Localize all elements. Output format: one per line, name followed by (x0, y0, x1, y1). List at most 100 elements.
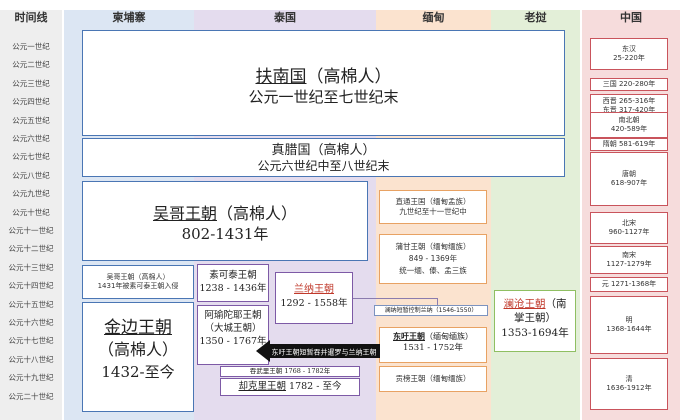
angkor-people: （高棉人） (217, 204, 298, 223)
timeline-label: 公元十七世纪 (8, 336, 54, 346)
timeline-label: 公元十五世纪 (8, 299, 54, 309)
china-dynasty-line2: 1636-1912年 (606, 384, 652, 392)
connector-line-vertical (437, 298, 438, 305)
funan-people: （高棉人） (306, 67, 392, 87)
angkor-period: 802-1431年 (181, 225, 269, 243)
sukhothai-box: 素可泰王朝 1238 - 1436年 (197, 264, 269, 302)
zhenla-period: 公元六世纪中至八世纪末 (257, 159, 390, 173)
funan-period: 公元一世纪至七世纪末 (248, 88, 399, 106)
thaton-box: 直通王国（缅甸孟族） 九世纪至十一世纪中 (379, 190, 487, 224)
lanna-period: 1292 - 1558年 (280, 298, 348, 309)
sukhothai-name: 素可泰王朝 (209, 270, 257, 281)
konbaung-label: 贡榜王朝（缅甸缅族） (395, 374, 471, 383)
china-dynasty-box: 元 1271-1368年 (590, 277, 668, 292)
chakri-period: 1782 - 至今 (289, 381, 342, 392)
funan-box: 扶南国（高棉人） 公元一世纪至七世纪末 (82, 30, 565, 136)
china-dynasty-box: 隋朝 581-619年 (590, 138, 668, 151)
ayutthaya-box: 阿瑜陀耶王朝 （大城王朝） 1350 - 1767年 (197, 305, 269, 365)
china-dynasty-line2: 25-220年 (613, 54, 645, 62)
golden-people: （高棉人） (97, 340, 178, 359)
timeline-label: 公元二世纪 (12, 60, 50, 70)
timeline-column (0, 10, 62, 420)
china-dynasty-line1: 南北朝 (618, 116, 640, 124)
china-dynasty-line1: 明 (625, 316, 633, 324)
angkor-note-line1: 吴哥王朝（高棉人） (106, 273, 170, 281)
angkor-note-box: 吴哥王朝（高棉人） 1431年被素可泰王朝入侵 (82, 265, 194, 299)
timeline-label: 公元五世纪 (12, 115, 50, 125)
konbaung-box: 贡榜王朝（缅甸缅族） (379, 366, 487, 392)
toungoo-box: 东吁王朝（缅甸缅族） 1531 - 1752年 (379, 327, 487, 363)
china-dynasty-line2: 420-589年 (610, 125, 648, 133)
toungoo-period: 1531 - 1752年 (402, 343, 464, 353)
lanna-name: 兰纳王朝 (294, 284, 334, 295)
pagan-line2: 849 - 1369年 (408, 254, 458, 263)
timeline-label: 公元八世纪 (12, 170, 50, 180)
golden-period: 1432-至今 (101, 363, 175, 381)
lanxang-box: 澜沧王朝（南 掌王朝） 1353-1694年 (494, 290, 576, 352)
lanxang-people2: 掌王朝） (514, 312, 556, 324)
cambodia-header: 柬埔寨 (112, 11, 146, 24)
timeline-label: 公元六世纪 (12, 134, 50, 143)
china-dynasty-line1: 西晋 265-316年 (602, 97, 656, 105)
toungoo-people: （缅甸缅族） (425, 332, 473, 341)
timeline-label: 公元三世纪 (12, 78, 50, 88)
china-dynasty-line1: 三国 220-280年 (602, 80, 656, 88)
china-header: 中国 (620, 11, 642, 24)
timeline-label: 公元十二世纪 (8, 244, 54, 254)
china-dynasty-line1: 东汉 (622, 45, 636, 53)
angkor-note-line2: 1431年被素可泰王朝入侵 (97, 282, 179, 290)
pagan-box: 蒲甘王朝（缅甸缅族） 849 - 1369年 统一缅、傣、孟三族 (379, 234, 487, 284)
timeline-label: 公元七世纪 (12, 152, 50, 162)
lanxang-period: 1353-1694年 (501, 327, 569, 339)
timeline-label: 公元十一世纪 (8, 226, 54, 235)
thaton-line1: 直通王国（缅甸孟族） (395, 197, 471, 206)
china-dynasty-line2: 960-1127年 (608, 228, 650, 236)
lanxang-name: 澜沧王朝 (503, 298, 546, 310)
lanxang-people: （南 (545, 298, 567, 310)
toungoo-name: 东吁王朝 (393, 332, 425, 341)
timeline-label: 公元四世纪 (12, 97, 50, 107)
angkor-box: 吴哥王朝（高棉人） 802-1431年 (82, 181, 368, 261)
timeline-label: 公元十三世纪 (8, 262, 54, 272)
thailand-header: 泰国 (274, 11, 296, 24)
laos-header: 老挝 (524, 11, 547, 24)
ayutthaya-sub: （大城王朝） (204, 323, 262, 334)
china-dynasty-line1: 北宋 (622, 219, 636, 227)
pagan-line3: 统一缅、傣、孟三族 (399, 266, 467, 275)
annexation-arrow: 东吁王朝短暂吞并暹罗与兰纳王朝 (256, 340, 380, 362)
chakri-box: 却克里王朝 1782 - 至今 (220, 378, 360, 396)
pagan-line1: 蒲甘王朝（缅甸缅族） (395, 242, 471, 251)
myanmar-header: 缅甸 (422, 11, 445, 24)
timeline-label: 公元十世纪 (12, 207, 50, 217)
zhenla-name: 真腊国 (271, 143, 311, 158)
china-dynasty-line1: 隋朝 581-619年 (602, 140, 656, 148)
timeline-label: 公元二十世纪 (8, 391, 54, 401)
timeline-label: 公元十九世纪 (8, 373, 54, 383)
china-dynasty-line2: 618-907年 (610, 179, 648, 187)
arrow-shape (256, 340, 380, 362)
connector-line (353, 298, 437, 299)
china-dynasty-line1: 南宋 (622, 251, 636, 259)
zhenla-box: 真腊国（高棉人） 公元六世纪中至八世纪末 (82, 138, 565, 177)
china-dynasty-line1: 元 1271-1368年 (601, 280, 657, 288)
funan-name: 扶南国 (255, 67, 307, 87)
china-dynasty-box: 三国 220-280年 (590, 78, 668, 91)
golden-name: 金边王朝 (104, 318, 172, 338)
timeline-label: 公元十六世纪 (8, 318, 54, 327)
burma-lanna-label: 澜纳短暂控制兰纳（1546-1550） (384, 307, 478, 314)
china-dynasty-line1: 清 (625, 375, 633, 383)
thaton-line2: 九世纪至十一世纪中 (399, 207, 467, 216)
zhenla-people: （高棉人） (310, 143, 376, 158)
timeline-label: 公元十八世纪 (8, 354, 54, 364)
china-dynasty-line2: 东晋 317-420年 (602, 106, 656, 114)
china-dynasty-line2: 1127-1279年 (606, 260, 652, 268)
ayutthaya-name: 阿瑜陀耶王朝 (204, 310, 262, 321)
timeline-label: 公元九世纪 (12, 189, 50, 199)
angkor-name: 吴哥王朝 (152, 204, 217, 223)
lanna-box: 兰纳王朝 1292 - 1558年 (275, 272, 353, 324)
golden-box: 金边王朝 （高棉人） 1432-至今 (82, 302, 194, 412)
